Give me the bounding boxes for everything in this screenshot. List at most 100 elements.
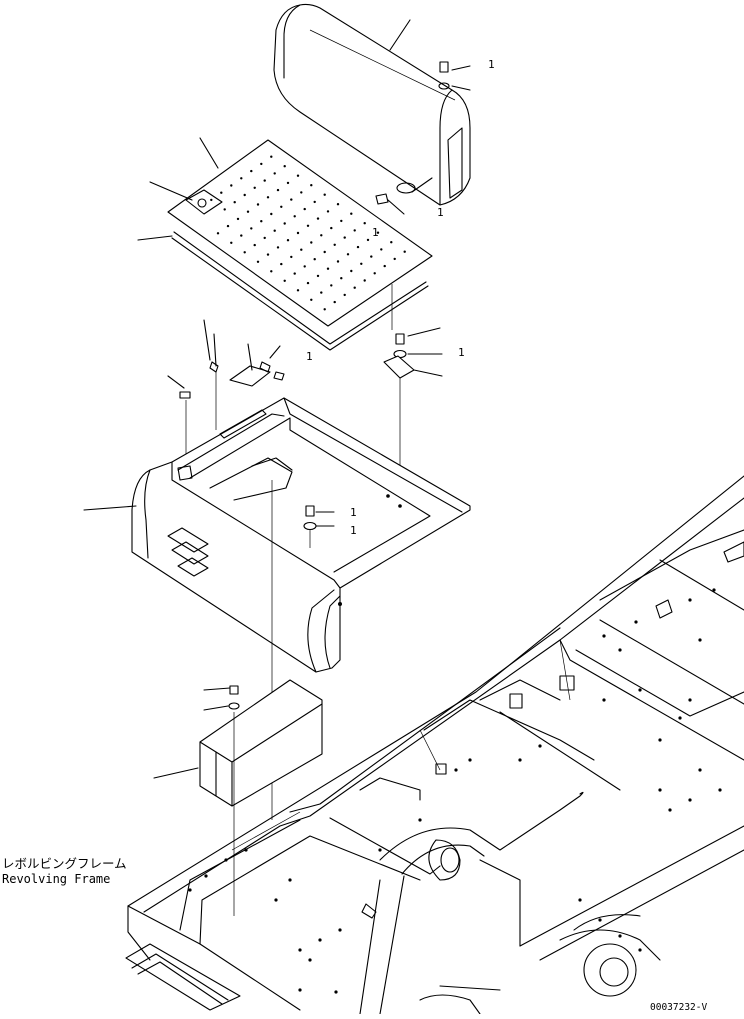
- frame-hole: [538, 744, 542, 748]
- perforation-hole: [293, 215, 296, 218]
- perforation-hole: [316, 274, 320, 278]
- perforation-hole: [296, 231, 300, 235]
- perforation-hole: [240, 234, 243, 237]
- perforation-hole: [330, 284, 333, 287]
- perforation-hole: [370, 255, 373, 258]
- perforation-hole: [290, 255, 293, 259]
- frame-hole: [308, 958, 312, 962]
- frame-hole: [244, 848, 248, 852]
- perforation-hole: [276, 246, 280, 249]
- perforation-hole: [300, 248, 303, 251]
- perforation-hole: [283, 222, 286, 225]
- perforation-hole: [246, 210, 250, 213]
- perforation-hole: [256, 203, 260, 206]
- perforation-hole: [313, 258, 316, 261]
- frame-hole: [678, 716, 682, 720]
- perforation-hole: [306, 224, 310, 227]
- perforation-hole: [353, 286, 356, 289]
- callout-number: 1: [372, 226, 379, 239]
- perforation-hole: [320, 291, 323, 294]
- perforation-hole: [366, 238, 370, 242]
- perforation-hole: [303, 265, 306, 268]
- perforation-hole: [326, 267, 330, 270]
- perforation-hole: [243, 193, 246, 197]
- perforation-hole: [336, 203, 340, 206]
- perforation-hole: [326, 210, 330, 213]
- frame-hole: [204, 874, 208, 878]
- frame-hole: [454, 768, 458, 772]
- perforation-hole: [343, 236, 346, 239]
- perforation-hole: [273, 229, 276, 232]
- perforation-hole: [306, 281, 310, 285]
- perforation-hole: [263, 179, 266, 182]
- perforation-hole: [340, 277, 343, 280]
- perforation-hole: [330, 226, 333, 230]
- perforation-hole: [296, 289, 300, 292]
- perforation-hole: [243, 251, 246, 254]
- frame-hole: [618, 934, 622, 938]
- frame-hole: [338, 928, 342, 932]
- frame-label: レボルビングフレーム Revolving Frame: [2, 856, 127, 886]
- perforation-hole: [360, 262, 363, 265]
- perforation-hole: [280, 205, 283, 208]
- perforation-hole: [313, 200, 316, 204]
- perforation-hole: [250, 169, 253, 173]
- perforation-hole: [286, 181, 290, 185]
- perforation-hole: [223, 208, 226, 211]
- frame-hole: [634, 620, 638, 624]
- callout-number: 1: [437, 206, 444, 219]
- frame-hole: [602, 634, 606, 638]
- top-curved-cover: [273, 3, 471, 206]
- frame-hole: [658, 738, 662, 742]
- perforation-hole: [253, 243, 256, 247]
- perforation-hole: [260, 162, 263, 166]
- perforation-hole: [333, 243, 336, 246]
- frame-hole: [334, 990, 338, 994]
- perforation-hole: [350, 212, 353, 215]
- frame-hole: [688, 698, 692, 702]
- callout-number: 1: [350, 524, 357, 537]
- frame-label-japanese: レボルビングフレーム: [2, 856, 127, 871]
- frame-hole: [688, 598, 692, 602]
- frame-hole: [638, 948, 642, 952]
- frame-hole: [378, 848, 382, 852]
- perforation-hole: [286, 239, 290, 242]
- frame-hole: [578, 898, 582, 902]
- perforation-hole: [303, 207, 306, 211]
- gasket-sheet: [137, 231, 429, 351]
- frame-hole: [224, 858, 228, 862]
- perforation-hole: [353, 229, 356, 232]
- perforation-hole: [333, 300, 336, 304]
- perforation-hole: [233, 201, 236, 204]
- frame-hole: [188, 888, 192, 892]
- perforation-hole: [310, 184, 313, 187]
- perforation-hole: [363, 222, 366, 225]
- frame-hole: [658, 788, 662, 792]
- perforation-hole: [310, 241, 313, 244]
- perforation-hole: [230, 241, 233, 244]
- top-bolt-group: 1 1: [375, 58, 495, 219]
- perforation-hole: [290, 198, 293, 201]
- revolving-frame: [125, 475, 744, 1015]
- perforation-hole: [383, 264, 386, 268]
- frame-hole: [698, 638, 702, 642]
- perforation-hole: [253, 186, 256, 189]
- perforation-hole: [336, 260, 340, 263]
- perforation-hole: [323, 308, 326, 311]
- perforation-hole: [220, 191, 223, 194]
- frame-hole: [618, 648, 622, 652]
- frame-hole: [698, 768, 702, 772]
- perforation-hole: [323, 250, 326, 254]
- perforation-hole: [300, 191, 303, 194]
- perforation-hole: [236, 217, 240, 221]
- frame-label-english: Revolving Frame: [2, 872, 110, 886]
- perforation-hole: [376, 231, 380, 234]
- perforation-hole: [256, 260, 260, 263]
- perforation-hole: [343, 293, 346, 297]
- frame-hole: [718, 788, 722, 792]
- perforation-hole: [250, 227, 253, 230]
- perforation-hole: [283, 279, 286, 282]
- frame-hole: [418, 818, 422, 822]
- perforation-hole: [346, 253, 350, 256]
